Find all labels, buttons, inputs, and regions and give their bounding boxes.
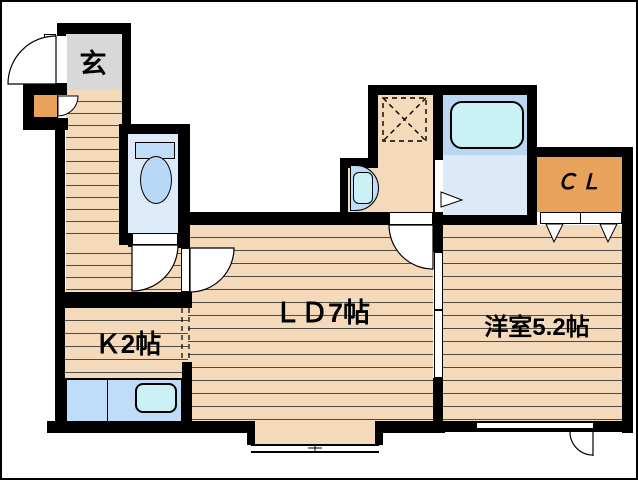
kitchen-label: Ｋ2帖 — [94, 328, 162, 359]
entrance-label: 玄 — [79, 48, 107, 79]
bathtub — [450, 101, 524, 149]
wall-segment — [122, 23, 131, 134]
hall-to-ld-door — [181, 248, 190, 292]
bathroom-floor-lower — [443, 155, 527, 215]
wall-segment — [55, 118, 65, 433]
wall-segment — [340, 168, 348, 215]
toilet-bowl — [140, 156, 172, 204]
wall-segment — [375, 421, 383, 445]
washbasin-bowl — [353, 172, 373, 204]
wall-segment — [23, 83, 67, 95]
wall-segment — [340, 158, 378, 168]
wall-segment — [182, 362, 192, 423]
toilet-door — [132, 233, 178, 245]
sliding-door-ld-western — [434, 252, 443, 378]
entrance-floor — [66, 33, 122, 90]
western-room-floor — [443, 225, 622, 422]
bay-window-floor — [253, 422, 377, 445]
wall-segment — [247, 421, 255, 445]
western-room-label: 洋室5.2帖 — [484, 313, 590, 341]
wall-segment — [622, 157, 633, 433]
wall-segment — [368, 85, 537, 95]
wall-segment — [57, 23, 131, 34]
bathroom-doorway — [435, 160, 443, 212]
kitchen-floor — [65, 308, 188, 378]
exterior-door-arc — [569, 431, 594, 456]
window-west-room — [477, 421, 593, 430]
closet-bifold-divider — [580, 212, 581, 224]
closet-bifold-doors — [540, 212, 622, 224]
wall-segment — [47, 421, 253, 433]
wall-segment — [119, 124, 190, 134]
wall-segment — [433, 95, 443, 215]
wall-segment — [128, 233, 133, 247]
wall-segment — [383, 421, 445, 433]
wall-segment — [178, 212, 443, 225]
closet-floor — [537, 157, 622, 212]
sliding-door-divider — [434, 309, 443, 311]
wall-segment — [433, 215, 537, 225]
wall-segment — [178, 134, 190, 248]
kitchen-counter-divider — [107, 379, 108, 422]
wall-segment — [368, 95, 378, 162]
wall-segment — [433, 378, 443, 423]
wall-segment — [433, 225, 443, 252]
hallway-floor-lower — [66, 242, 181, 294]
entrance-swing-door — [44, 34, 56, 84]
washroom-door — [389, 212, 433, 225]
wall-segment — [530, 147, 633, 157]
hallway-floor-upper — [66, 90, 122, 242]
kitchen-sink — [135, 383, 177, 413]
living-dining-label: ＬＤ7帖 — [273, 297, 371, 328]
bay-window — [251, 444, 379, 453]
closet-label: ＣＬ — [556, 171, 604, 194]
washroom-floor — [378, 95, 433, 215]
wall-segment — [23, 95, 33, 130]
wall-segment — [119, 134, 128, 245]
wall-segment — [55, 292, 192, 308]
entrance-doorway — [56, 36, 67, 83]
shoe-storage-box — [33, 93, 58, 118]
